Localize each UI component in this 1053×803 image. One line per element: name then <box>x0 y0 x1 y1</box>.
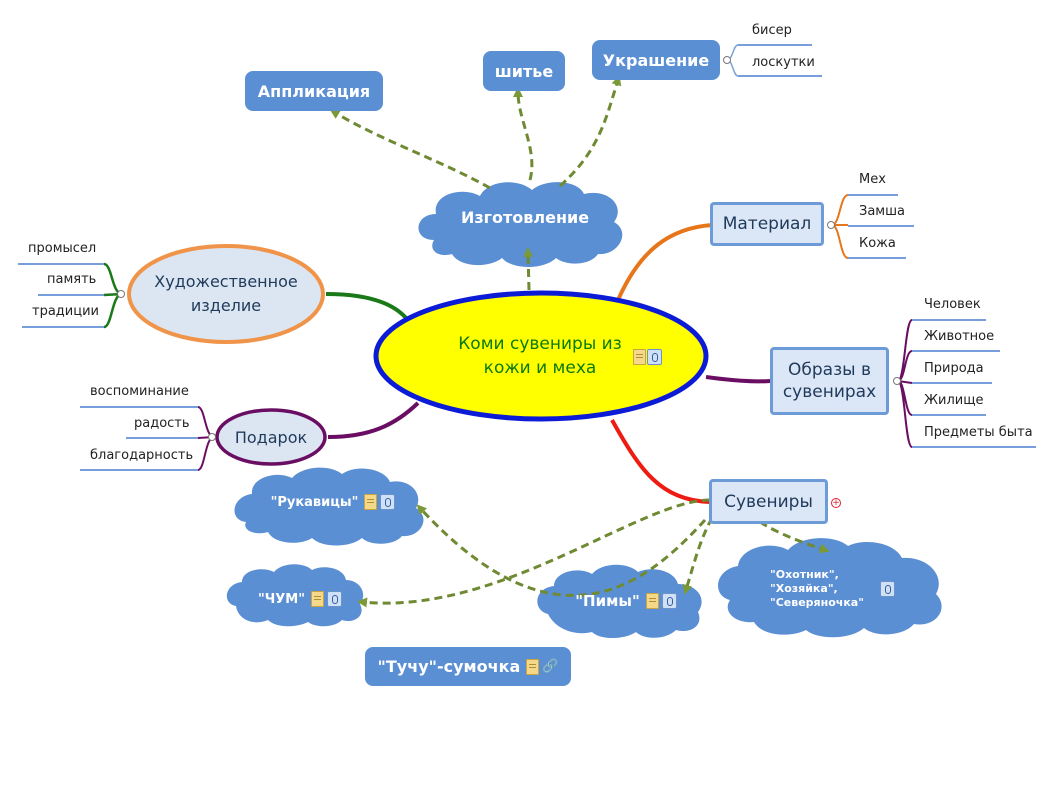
leaf-joy[interactable]: радость <box>134 416 190 431</box>
art-node-shape[interactable] <box>127 244 325 344</box>
mittens-note-icon[interactable] <box>364 494 378 510</box>
pimy-label: "Пимы" <box>575 592 640 610</box>
chum-label: "ЧУМ" <box>257 591 305 607</box>
leaf-suede[interactable]: Замша <box>859 204 905 219</box>
branch-images <box>705 375 771 384</box>
material-collapse-toggle[interactable] <box>827 221 835 229</box>
leaf-nature[interactable]: Природа <box>924 361 984 376</box>
cloud-pimy[interactable] <box>537 564 702 638</box>
pimy-note-icon[interactable] <box>645 593 659 609</box>
gift-collapse-toggle[interactable] <box>208 433 216 441</box>
applique-node[interactable]: Аппликация <box>245 71 383 111</box>
images-collapse-toggle[interactable] <box>893 377 901 385</box>
decoration-collapse-toggle[interactable] <box>723 56 731 64</box>
cloud-chum[interactable] <box>226 564 364 627</box>
bag-node[interactable]: "Тучу"-сумочка 🔗 <box>365 647 571 686</box>
leaf-traditions[interactable]: традиции <box>32 304 99 319</box>
central-topic-line1: Коми сувениры из <box>458 334 622 354</box>
art-collapse-toggle[interactable] <box>117 290 125 298</box>
leaf-fur[interactable]: Мех <box>859 172 886 187</box>
images-node[interactable]: Образы в сувенирах <box>770 347 889 415</box>
pimy-node: "Пимы" <box>556 588 696 614</box>
art-node-line2: изделие <box>190 296 262 315</box>
note-icon[interactable] <box>633 349 646 365</box>
branch-art <box>325 292 408 320</box>
branch-material <box>616 223 713 301</box>
images-node-line1: Образы в <box>788 360 871 380</box>
characters-line3: "Северяночка" <box>770 596 864 609</box>
pimy-attachment-icon[interactable] <box>661 593 677 609</box>
cloud-manufacture[interactable] <box>418 182 623 267</box>
bag-note-icon[interactable] <box>526 658 540 675</box>
decoration-node[interactable]: Украшение <box>592 40 720 80</box>
leaf-household-items[interactable]: Предметы быта <box>924 425 1033 440</box>
gift-node-shape[interactable] <box>215 408 327 466</box>
leaf-human[interactable]: Человек <box>924 297 981 312</box>
souvenirs-expand-toggle[interactable]: + <box>831 498 841 508</box>
characters-attachment-icon[interactable] <box>880 581 895 597</box>
material-node[interactable]: Материал <box>710 202 824 246</box>
leaf-memory[interactable]: память <box>47 272 97 287</box>
leaf-craft[interactable]: промысел <box>28 241 97 256</box>
bag-label: "Тучу"-сумочка <box>377 657 521 676</box>
leaf-beads[interactable]: бисер <box>752 23 792 38</box>
mittens-attachment-icon[interactable] <box>380 494 396 510</box>
sewing-node[interactable]: шитье <box>483 51 565 91</box>
art-node-line1: Художественное <box>154 272 298 291</box>
images-node-line2: сувенирах <box>782 382 877 402</box>
gift-node[interactable]: Подарок <box>234 427 308 447</box>
mittens-node: "Рукавицы" <box>258 490 408 514</box>
chum-node: "ЧУМ" <box>242 587 358 611</box>
cloud-characters[interactable] <box>718 538 942 638</box>
characters-line1: "Охотник", <box>770 568 839 581</box>
chum-note-icon[interactable] <box>311 591 324 607</box>
central-topic[interactable]: Коми сувениры из кожи и меха <box>400 320 680 392</box>
central-topic-line2: кожи и меха <box>483 358 597 378</box>
bracket-images <box>897 319 913 448</box>
central-topic-shape[interactable] <box>373 290 709 422</box>
leaf-remembrance[interactable]: воспоминание <box>90 384 189 399</box>
mittens-label: "Рукавицы" <box>270 494 359 510</box>
branch-souvenirs <box>610 419 711 504</box>
leaf-dwelling[interactable]: Жилище <box>924 393 984 408</box>
chum-attachment-icon[interactable] <box>327 591 342 607</box>
leaf-leather[interactable]: Кожа <box>859 236 896 251</box>
cloud-mittens[interactable] <box>234 467 424 546</box>
leaf-gratitude[interactable]: благодарность <box>90 448 194 463</box>
characters-line2: "Хозяйка", <box>770 582 838 595</box>
leaf-animal[interactable]: Животное <box>924 329 995 344</box>
link-icon[interactable]: 🔗 <box>542 659 559 674</box>
leaf-underlines <box>18 44 1036 471</box>
souvenirs-node[interactable]: Сувениры <box>709 479 828 524</box>
attachment-icon[interactable] <box>647 349 662 365</box>
art-node[interactable]: Художественное изделие <box>136 266 316 322</box>
leaf-scraps[interactable]: лоскутки <box>752 55 815 70</box>
dashed-relations <box>329 75 830 608</box>
manufacture-label: Изготовление <box>460 207 590 227</box>
branch-gift <box>327 401 420 439</box>
characters-node: "Охотник", "Хозяйка", "Северяночка" <box>770 565 864 613</box>
